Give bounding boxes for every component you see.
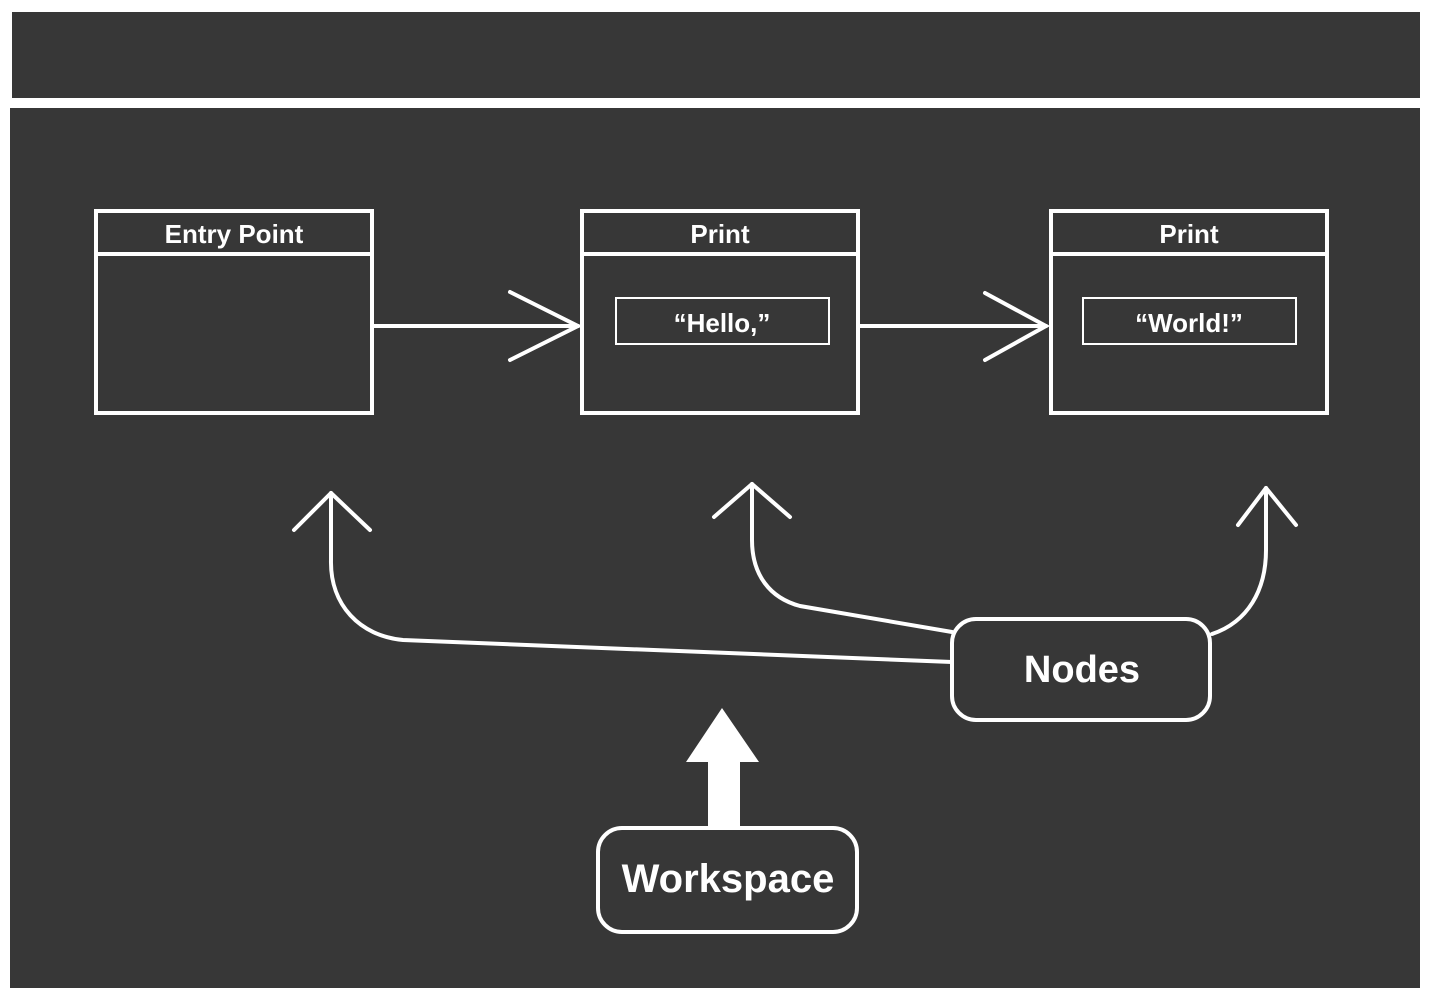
pointer-arrows bbox=[292, 482, 1298, 664]
value-field[interactable] bbox=[1082, 297, 1297, 345]
value-text: “World!” bbox=[1135, 308, 1243, 338]
value-field[interactable] bbox=[615, 297, 830, 345]
node-entry-point[interactable]: Entry Point bbox=[94, 209, 374, 415]
node-title: Print bbox=[690, 219, 750, 249]
connector-entry-to-print bbox=[372, 290, 583, 362]
workspace-callout: Workspace bbox=[596, 826, 859, 934]
connector-print-to-print bbox=[858, 291, 1051, 362]
workspace-callout-label: Workspace bbox=[622, 857, 835, 901]
workspace-up-arrow bbox=[686, 708, 759, 828]
node-print-hello[interactable]: Print “Hello,” bbox=[580, 209, 860, 415]
value-text: “Hello,” bbox=[674, 308, 771, 338]
nodes-callout-label: Nodes bbox=[1024, 649, 1140, 691]
nodes-callout: Nodes bbox=[950, 617, 1212, 722]
header-bar bbox=[12, 12, 1420, 98]
node-title: Print bbox=[1159, 219, 1219, 249]
node-print-world[interactable]: Print “World!” bbox=[1049, 209, 1329, 415]
node-title: Entry Point bbox=[165, 219, 304, 249]
